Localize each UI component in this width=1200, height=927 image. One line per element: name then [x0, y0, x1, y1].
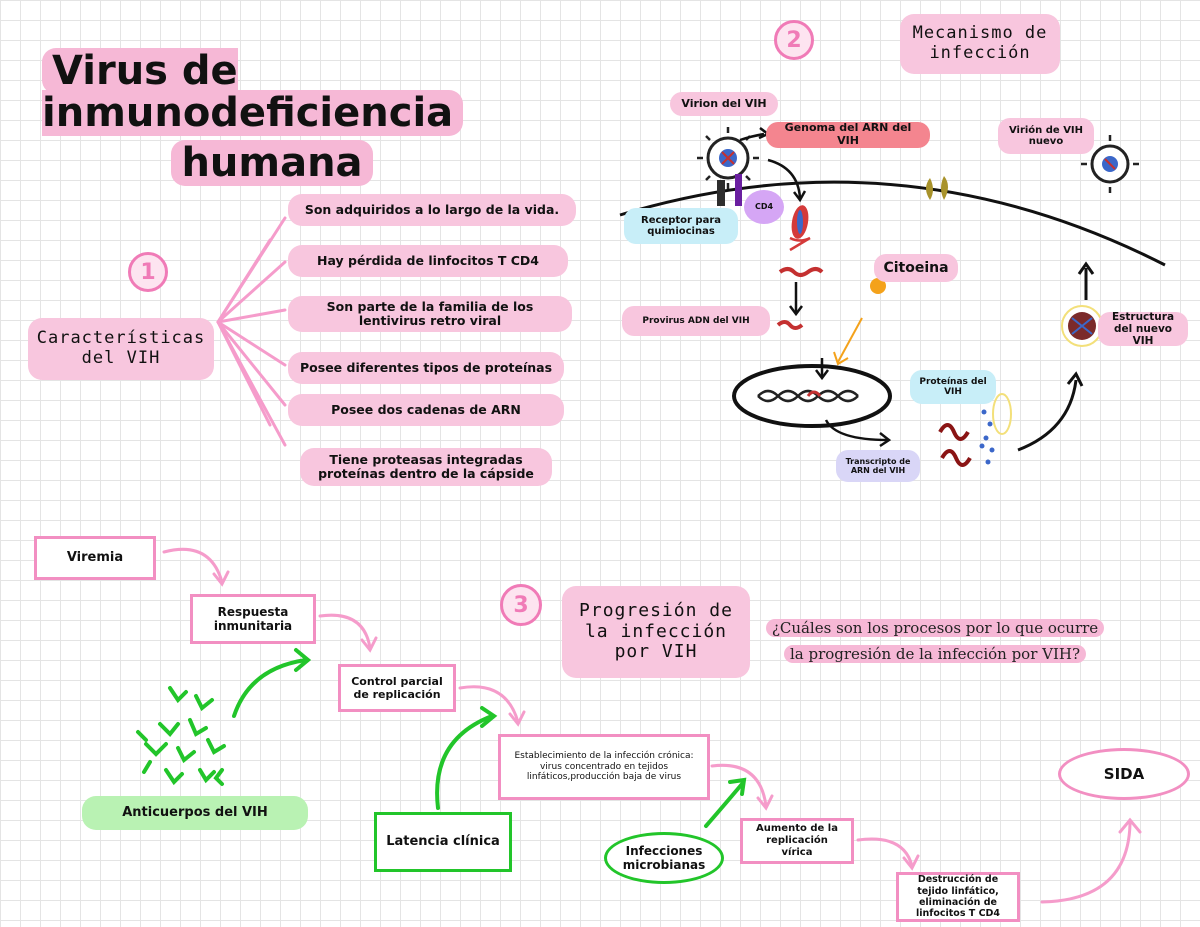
characteristic-4: Posee diferentes tipos de proteínas: [288, 352, 564, 384]
step-establecimiento: Establecimiento de la infección crónica:…: [498, 734, 710, 800]
connector-7: [216, 238, 272, 324]
viral-proteins-icon: [938, 409, 995, 467]
characteristic-6: Tiene proteasas integradas proteínas den…: [300, 448, 552, 486]
virion-icon: [697, 127, 759, 189]
step-anticuerpos: Anticuerpos del VIH: [82, 796, 308, 830]
progression-question: ¿Cuáles son los procesos por lo que ocur…: [760, 616, 1110, 667]
section3-number: 3: [500, 584, 542, 626]
membrane-protein-icon: [926, 176, 948, 200]
section1-number: 1: [128, 252, 168, 292]
label-virion: Virion del VIH: [670, 92, 778, 116]
cd4-receptor-icon: [735, 174, 742, 206]
characteristic-5: Posee dos cadenas de ARN: [288, 394, 564, 426]
step-infecciones: Infecciones microbianas: [604, 832, 724, 884]
label-provirus: Provirus ADN del VIH: [622, 306, 770, 336]
connector-5: [216, 320, 287, 407]
label-receptor: Receptor para quimiocinas: [624, 208, 738, 244]
label-genome: Genoma del ARN del VIH: [766, 122, 930, 148]
step-destruccion: Destrucción de tejido linfático, elimina…: [896, 872, 1020, 922]
step-sida: SIDA: [1058, 748, 1190, 800]
section2-label: Mecanismo de infección: [900, 14, 1060, 74]
label-cd4: CD4: [744, 190, 784, 224]
label-proteins: Proteínas del VIH: [910, 370, 996, 404]
connector-4: [216, 320, 287, 367]
section1-label: Características del VIH: [28, 318, 214, 380]
step-viremia: Viremia: [34, 536, 156, 580]
connector-8: [216, 320, 272, 427]
step-aumento: Aumento de la replicación vírica: [740, 818, 854, 864]
nucleus: [732, 364, 892, 428]
cell-membrane: [619, 180, 1166, 267]
page-title: Virus de inmunodeficiencia humana: [42, 48, 622, 186]
label-new-structure: Estructura del nuevo VIH: [1098, 311, 1188, 347]
new-virion-icon: [1081, 135, 1139, 193]
label-transcript: Transcripto de ARN del VIH: [836, 450, 920, 482]
characteristic-2: Hay pérdida de linfocitos T CD4: [288, 245, 568, 277]
connector-2: [216, 260, 287, 324]
capsid-icon: [789, 205, 811, 252]
provirus-dna-icon: [776, 320, 804, 330]
title-line-2: humana: [171, 140, 373, 186]
new-structure-icon: [1061, 305, 1103, 347]
section2-number: 2: [774, 20, 814, 60]
antibodies-icon: [136, 686, 226, 786]
label-citoeina: Citoeina: [874, 254, 958, 282]
receptor-icon: [717, 180, 725, 206]
label-new-virion: Virión de VIH nuevo: [998, 118, 1094, 154]
dna-strand-icon: [778, 267, 824, 277]
step-control: Control parcial de replicación: [338, 664, 456, 712]
section3-label: Progresión de la infección por VIH: [562, 586, 750, 678]
step-respuesta: Respuesta inmunitaria: [190, 594, 316, 644]
characteristic-1: Son adquiridos a lo largo de la vida.: [288, 194, 576, 226]
characteristic-3: Son parte de la familia de los lentiviru…: [288, 296, 572, 332]
citoeina-dot: [870, 278, 886, 294]
connector-3: [216, 308, 287, 324]
step-latencia: Latencia clínica: [374, 812, 512, 872]
